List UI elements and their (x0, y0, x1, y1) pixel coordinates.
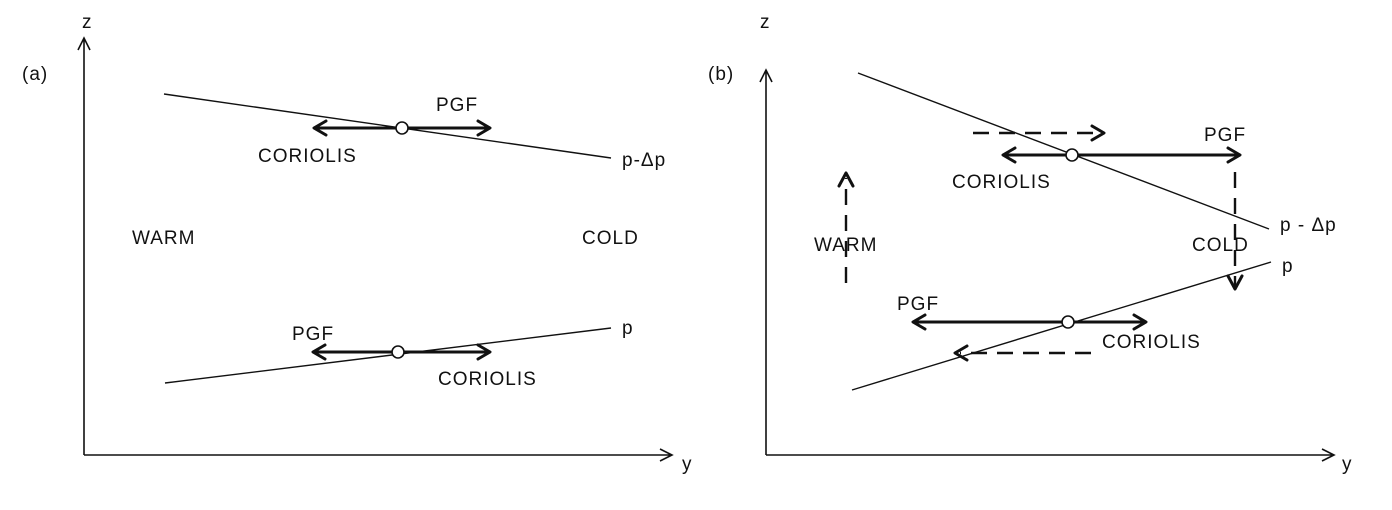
arrow-head (476, 343, 492, 361)
arrow-head (311, 343, 327, 361)
arrow-head (1132, 313, 1148, 331)
warm-label: WARM (814, 235, 877, 256)
panel-label: (a) (22, 64, 48, 85)
coriolis-label: CORIOLIS (258, 146, 357, 167)
lower-isobar-label: p (1282, 256, 1294, 277)
upper-isobar (163, 93, 612, 159)
coriolis-label: CORIOLIS (1102, 332, 1201, 353)
y-axis (766, 448, 1336, 462)
arrow-head (312, 119, 328, 137)
z-axis-label: z (760, 12, 771, 33)
air-parcel (395, 121, 409, 135)
pgf-label: PGF (292, 324, 334, 345)
arrow-head (1090, 124, 1106, 142)
y-axis (84, 448, 674, 462)
arrow-head (1226, 274, 1244, 291)
lower-isobar (851, 261, 1272, 391)
y-axis-label: y (682, 454, 693, 475)
y-axis-label: y (1342, 454, 1353, 475)
air-parcel (1065, 148, 1079, 162)
upper-isobar-label: p - Δp (1280, 215, 1337, 236)
air-parcel (1061, 315, 1075, 329)
arrow-head (1226, 146, 1242, 164)
panel-a: (a) z y p-Δp PGF CORIOLIS WARM COLD p PG… (22, 12, 693, 475)
z-axis (759, 68, 773, 455)
z-axis (77, 36, 91, 455)
pgf-label: PGF (436, 95, 478, 116)
lower-isobar (164, 327, 612, 384)
upper-isobar-label: p-Δp (622, 150, 666, 171)
cold-label: COLD (582, 228, 639, 249)
pgf-label: PGF (1204, 125, 1246, 146)
upper-isobar (857, 72, 1270, 230)
arrow-head (1001, 146, 1017, 164)
cold-label: COLD (1192, 235, 1249, 256)
coriolis-label: CORIOLIS (952, 172, 1051, 193)
panel-label: (b) (708, 64, 734, 85)
coriolis-label: CORIOLIS (438, 369, 537, 390)
arrow-head (953, 344, 969, 362)
panel-b: (b) z y p - Δp PGF CORIOLIS WARM COLD p … (708, 12, 1353, 475)
arrow-head (837, 171, 855, 188)
arrow-head (476, 119, 492, 137)
pgf-label: PGF (897, 294, 939, 315)
warm-label: WARM (132, 228, 195, 249)
arrow-head (911, 313, 927, 331)
air-parcel (391, 345, 405, 359)
z-axis-label: z (82, 12, 93, 33)
lower-isobar-label: p (622, 318, 634, 339)
